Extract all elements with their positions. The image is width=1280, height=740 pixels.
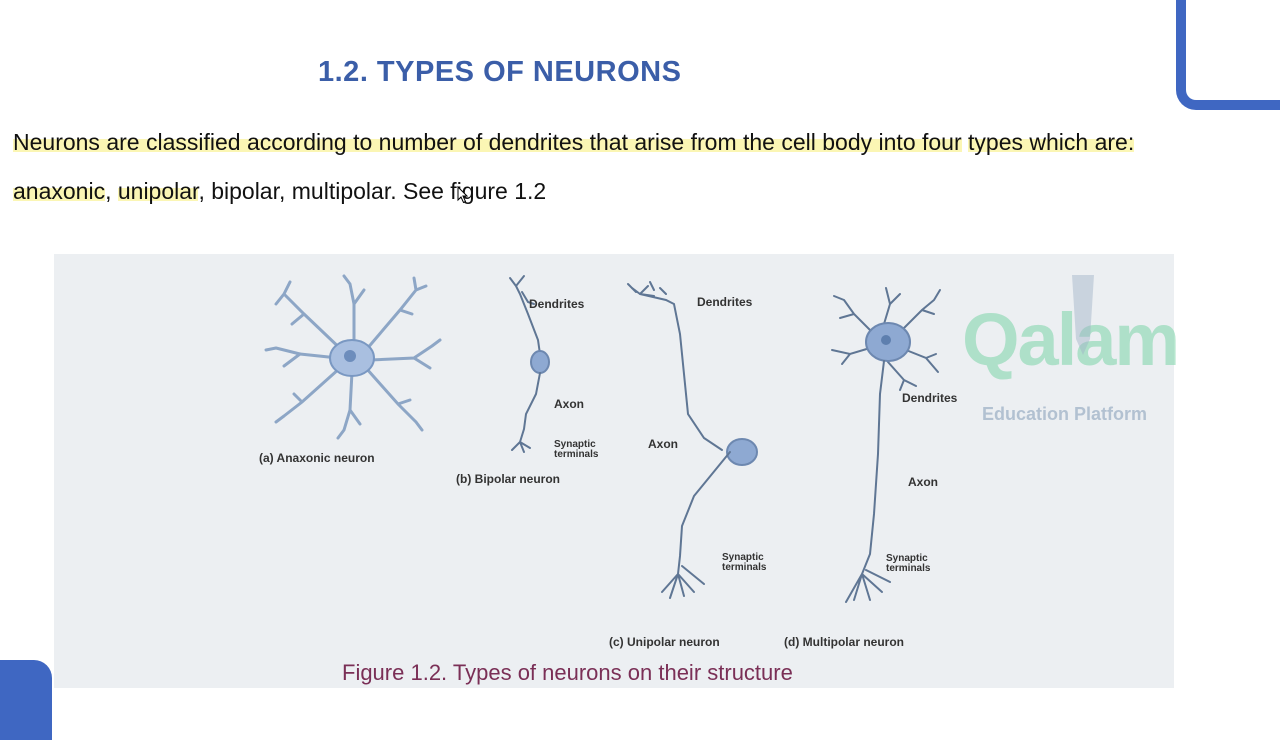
anaxonic-neuron-drawing <box>264 274 442 440</box>
label-axon-unipolar: Axon <box>648 437 678 451</box>
label-dendrites-multipolar: Dendrites <box>902 391 958 405</box>
neuron-illustrations <box>264 274 941 603</box>
paragraph-segment: Neurons are classified <box>13 129 247 155</box>
pen-icon <box>1072 275 1094 355</box>
label-axon-bipolar: Axon <box>554 397 584 411</box>
paragraph-segment: , <box>105 178 118 204</box>
corner-decoration-top-right <box>1176 0 1280 110</box>
paragraph-segment: , bipolar, multipolar. See figure 1.2 <box>198 178 547 204</box>
paragraph-segment: types which are: <box>968 129 1135 155</box>
label-dendrites-bipolar: Dendrites <box>529 297 585 311</box>
unipolar-neuron-drawing <box>627 281 758 599</box>
panel-label-multipolar: (d) Multipolar neuron <box>784 635 904 649</box>
watermark-logo: Qalam <box>962 298 1180 381</box>
watermark-subtitle: Education Platform <box>982 404 1148 424</box>
corner-decoration-bottom-left <box>0 660 52 740</box>
paragraph-segment: that arise from the cell body into four <box>589 129 962 155</box>
panel-label-bipolar: (b) Bipolar neuron <box>456 472 560 486</box>
multipolar-neuron-drawing <box>831 287 941 603</box>
slide-title: 1.2. TYPES OF NEURONS <box>318 56 682 88</box>
mouse-cursor-icon <box>457 186 469 204</box>
paragraph-segment: unipolar <box>117 178 199 204</box>
label-synaptic-bipolar: Synaptic terminals <box>554 439 599 460</box>
panel-label-anaxonic: (a) Anaxonic neuron <box>259 451 375 465</box>
figure-caption: Figure 1.2. Types of neurons on their st… <box>342 660 793 685</box>
panel-label-unipolar: (c) Unipolar neuron <box>609 635 720 649</box>
bipolar-neuron-drawing <box>509 275 550 453</box>
label-synaptic-unipolar: Synaptic terminals <box>722 552 767 573</box>
label-axon-multipolar: Axon <box>908 475 938 489</box>
intro-paragraph: Neurons are classified according to numb… <box>13 118 1213 216</box>
paragraph-segment: number of dendrites <box>378 129 590 155</box>
label-dendrites-unipolar: Dendrites <box>697 295 753 309</box>
paragraph-segment: anaxonic <box>13 178 106 204</box>
neuron-figure: Dendrites Axon Synaptic terminals Dendri… <box>54 254 1174 688</box>
paragraph-segment: according to <box>246 129 379 155</box>
label-synaptic-multipolar: Synaptic terminals <box>886 553 931 574</box>
